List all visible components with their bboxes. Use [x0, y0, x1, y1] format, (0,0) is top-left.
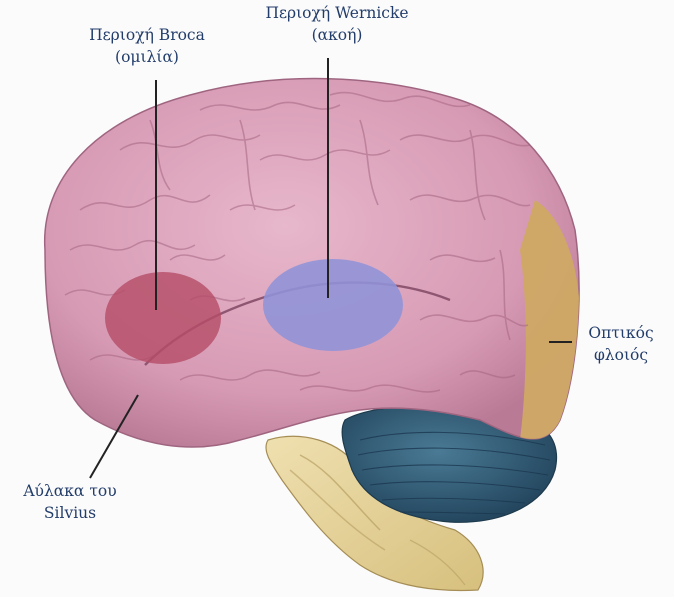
wernicke-label-line2: (ακοή): [232, 24, 442, 46]
broca-label: Περιοχή Broca (ομιλία): [62, 24, 232, 68]
broca-area: [105, 272, 221, 364]
wernicke-label-line1: Περιοχή Wernicke: [232, 2, 442, 24]
sylvian-fissure-label: Αύλακα του Silvius: [0, 480, 140, 524]
visual-cortex-label-line2: φλοιός: [572, 344, 670, 366]
sylvian-fissure-label-line1: Αύλακα του: [0, 480, 140, 502]
wernicke-label: Περιοχή Wernicke (ακοή): [232, 2, 442, 46]
sylvian-fissure-label-line2: Silvius: [0, 502, 140, 524]
broca-label-line2: (ομιλία): [62, 46, 232, 68]
broca-label-line1: Περιοχή Broca: [62, 24, 232, 46]
wernicke-area: [263, 259, 403, 351]
visual-cortex-label: Οπτικός φλοιός: [572, 322, 670, 366]
visual-cortex-label-line1: Οπτικός: [572, 322, 670, 344]
